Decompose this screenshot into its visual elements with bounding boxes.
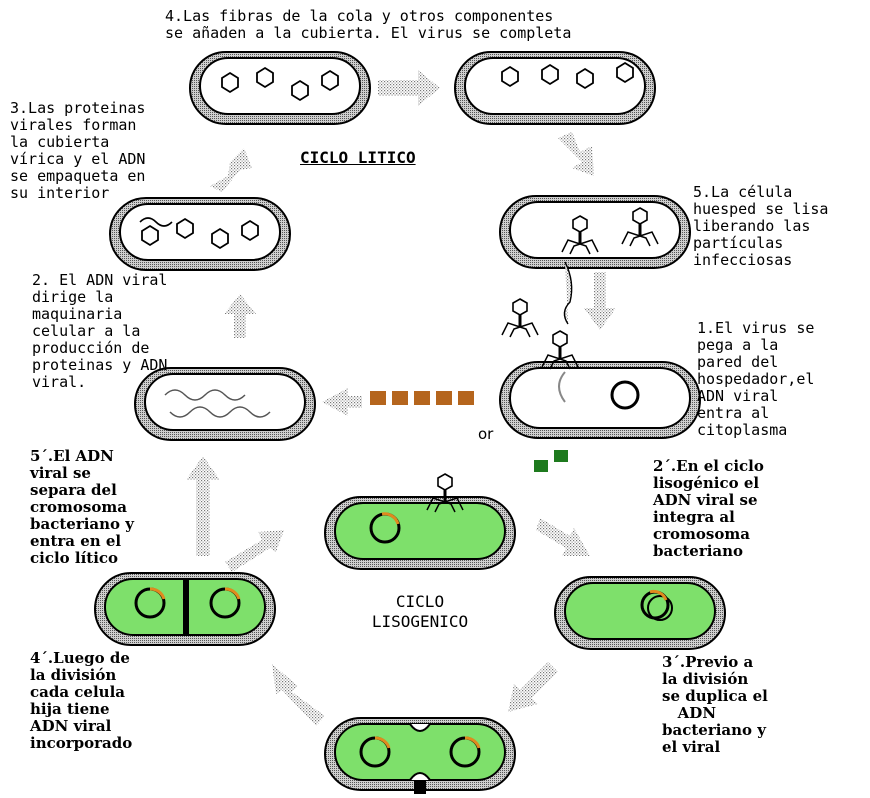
- lysogenic-step2p-text: 2´.En el ciclo lisogénico el ADN viral s…: [653, 457, 764, 560]
- free-phage-icon: [500, 297, 540, 339]
- integrating-dna-segments: [534, 450, 568, 472]
- lytic-step5-text: 5.La célula huesped se lisa liberando la…: [693, 183, 829, 269]
- cell-lysogenic-duplication: [554, 576, 726, 650]
- lytic-cycle-title: CICLO LITICO: [300, 148, 416, 167]
- cell-lytic-replication: [109, 197, 291, 271]
- arrow-lytic-down-right: [558, 132, 594, 176]
- arrow-lytic-release-down: [584, 272, 616, 330]
- cell-lytic-assembly: [189, 51, 371, 125]
- arrow-lytic-1-to-2: [224, 294, 256, 338]
- arrow-lysogenic-dividing-to-4: [272, 664, 325, 726]
- lysogenic-step4p-text: 4´.Luego de la división cada celula hija…: [30, 649, 133, 752]
- cell-lytic-complete: [454, 51, 656, 125]
- capsid-icon: [321, 70, 339, 91]
- cell-lytic-dna-fragments: [134, 367, 316, 441]
- lytic-step1-text: 1.El virus se pega a la pared del hosped…: [697, 319, 815, 439]
- cell-lytic-lysis: [499, 195, 691, 325]
- capsid-icon: [176, 218, 194, 239]
- lytic-step3-text: 3.Las proteinas virales forman la cubier…: [10, 99, 146, 202]
- arrow-lysogenic-3-to-dividing: [508, 662, 558, 712]
- capsid-icon: [211, 228, 229, 249]
- capsid-icon: [256, 67, 274, 88]
- arrow-lysogenic-5-to-lytic: [186, 456, 220, 556]
- phage-head-icon: [576, 68, 594, 89]
- capsid-icon: [241, 220, 259, 241]
- arrow-lytic-4-to-5: [378, 70, 440, 106]
- arrow-lytic-2-to-3: [210, 148, 252, 192]
- phage-head-icon: [501, 66, 519, 87]
- lytic-step2-text: 2. El ADN viral dirige la maquinaria cel…: [32, 271, 168, 391]
- phage-head-icon: [616, 62, 634, 83]
- capsid-icon: [291, 80, 309, 101]
- cell-lysogenic-daughters: [94, 572, 276, 646]
- arrow-lytic-infection-left: [322, 388, 362, 416]
- arrow-lysogenic-exit: [225, 530, 284, 572]
- phage-head-icon: [541, 64, 559, 85]
- viral-dna-segments: [370, 391, 474, 405]
- cell-lysogenic-integration: [324, 472, 516, 570]
- cell-infection: [499, 329, 701, 439]
- or-text: or: [478, 425, 494, 443]
- lytic-step4-text: 4.Las fibras de la cola y otros componen…: [165, 7, 572, 42]
- capsid-icon: [221, 72, 239, 93]
- lysogenic-step3p-text: 3´.Previo a la división se duplica el AD…: [662, 653, 768, 756]
- lysogenic-step5p-text: 5´.El ADN viral se separa del cromosoma …: [30, 447, 134, 567]
- capsid-icon: [141, 225, 159, 246]
- arrow-lysogenic-2-to-3: [536, 518, 590, 556]
- lysogenic-cycle-title-2: LISOGENICO: [371, 612, 469, 631]
- cell-lysogenic-dividing: [324, 717, 516, 794]
- lysogenic-cycle-title-1: CICLO: [395, 592, 445, 611]
